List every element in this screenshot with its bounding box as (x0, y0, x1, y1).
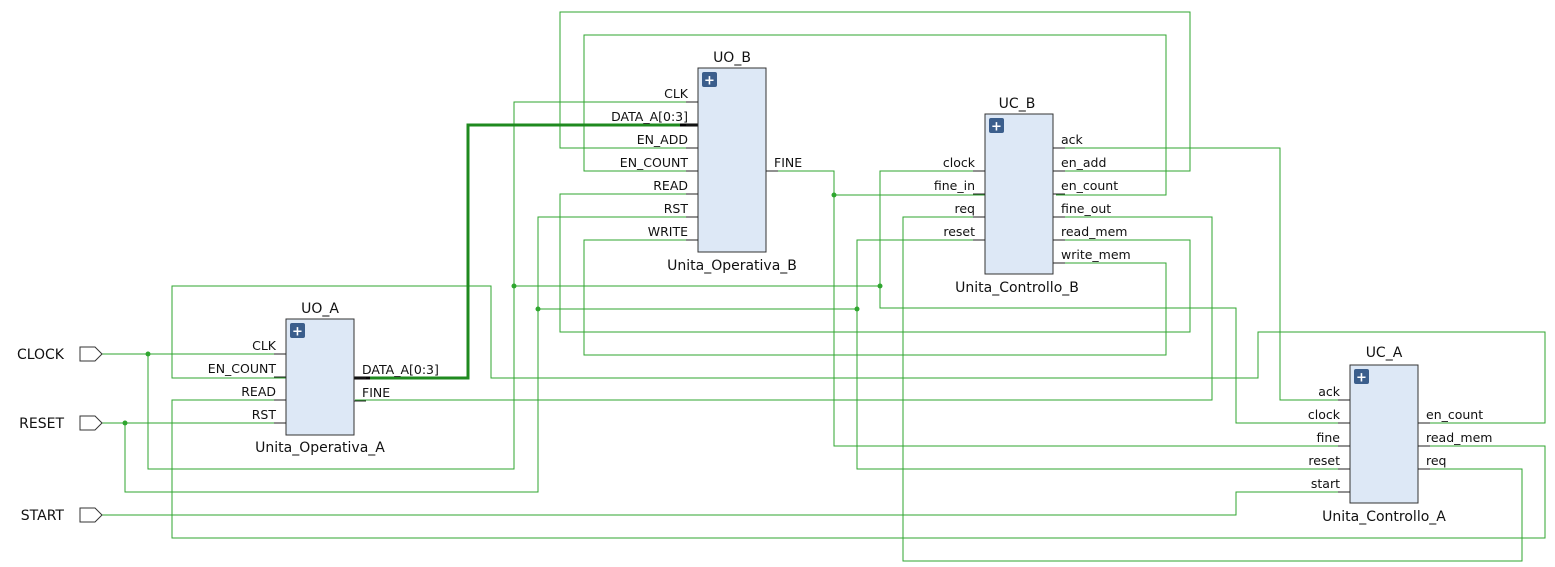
input-pin-label[interactable]: clock (1308, 407, 1341, 422)
junction-dot (535, 306, 541, 312)
wire-clock-uo_b[interactable] (147, 101, 698, 470)
block-title: UO_A (301, 301, 339, 317)
block-subtitle: Unita_Controllo_B (955, 280, 1079, 296)
input-pin-label[interactable]: EN_ADD (637, 132, 688, 147)
wire-clock-uc_b[interactable] (514, 170, 985, 287)
output-pin-label[interactable]: en_add (1061, 155, 1106, 170)
input-pin-label[interactable]: READ (653, 178, 688, 193)
wire-clock-uc_a[interactable] (879, 286, 1350, 424)
input-pin-label[interactable]: fine (1317, 430, 1341, 445)
expand-button[interactable]: + (702, 72, 717, 89)
port-clock[interactable]: CLOCK (17, 346, 103, 363)
expand-button[interactable]: + (290, 323, 305, 340)
block-uc_a[interactable]: UC_A Unita_Controllo_A + ack clock fine rese… (1308, 345, 1493, 525)
wire-en_count-b[interactable] (583, 34, 1167, 196)
junction-dot (511, 283, 517, 289)
plus-icon (989, 118, 1004, 133)
wire-en_count-a[interactable] (171, 285, 1546, 424)
input-pin-label[interactable]: EN_COUNT (208, 361, 277, 376)
output-pin-label[interactable]: write_mem (1061, 247, 1131, 262)
input-pin-label[interactable]: start (1311, 476, 1340, 491)
output-pin-label[interactable]: ack (1061, 132, 1084, 147)
input-pin-label[interactable]: req (955, 201, 976, 216)
input-port-arrow (79, 415, 103, 431)
output-pin-label[interactable]: read_mem (1061, 224, 1127, 239)
block-title: UC_A (1366, 345, 1403, 361)
wire-req[interactable] (902, 216, 1523, 562)
port-start[interactable]: START (21, 507, 103, 524)
block-title: UO_B (713, 50, 751, 66)
block-body[interactable] (984, 113, 1054, 275)
wire-start[interactable] (102, 491, 1350, 516)
output-pin-label[interactable]: fine_out (1061, 201, 1111, 216)
wire-reset-uc_a[interactable] (856, 309, 1350, 470)
port-label: RESET (19, 416, 64, 432)
junction-dot (145, 351, 151, 357)
wire-reset-uo_b[interactable] (124, 216, 698, 493)
port-label: CLOCK (17, 347, 65, 363)
wire-fine-b-branch[interactable] (833, 195, 1350, 447)
expand-button[interactable]: + (1354, 369, 1369, 386)
wire-read_mem-a[interactable] (171, 399, 1546, 539)
input-port-arrow (79, 346, 103, 362)
block-body[interactable] (1349, 364, 1419, 504)
plus-icon-glyph: + (1356, 371, 1367, 386)
input-pin-label[interactable]: RST (252, 407, 277, 422)
port-label: START (21, 508, 65, 524)
port-reset[interactable]: RESET (19, 415, 103, 432)
input-pin-label[interactable]: reset (943, 224, 975, 239)
input-pin-label[interactable]: CLK (252, 338, 277, 353)
block-body[interactable] (697, 67, 767, 253)
input-pin-label[interactable]: RST (664, 201, 689, 216)
input-pin-label[interactable]: WRITE (648, 224, 688, 239)
wire-read_mem-b[interactable] (559, 193, 1191, 333)
output-pin-label[interactable]: FINE (774, 155, 802, 170)
input-pin-label[interactable]: clock (943, 155, 976, 170)
plus-icon (1354, 369, 1369, 384)
plus-icon (702, 72, 717, 87)
block-uo_a[interactable]: UO_A Unita_Operativa_A + CLK EN_COUNT READ R… (208, 301, 439, 456)
junction-dot (831, 192, 837, 198)
junction-dot (122, 420, 128, 426)
wire-fine-b[interactable] (776, 170, 985, 196)
plus-icon-glyph: + (991, 120, 1002, 135)
output-pin-label[interactable]: FINE (362, 385, 390, 400)
plus-icon-glyph: + (292, 325, 303, 340)
plus-icon-glyph: + (704, 74, 715, 89)
block-subtitle: Unita_Controllo_A (1322, 509, 1446, 525)
block-subtitle: Unita_Operativa_B (667, 258, 797, 274)
wire-write_mem[interactable] (583, 239, 1167, 356)
expand-button[interactable]: + (989, 118, 1004, 135)
block-uo_b[interactable]: UO_B Unita_Operativa_B + CLK DATA_A[0:3] EN… (611, 50, 802, 274)
input-pin-label[interactable]: EN_COUNT (620, 155, 689, 170)
wire-fine_out[interactable] (355, 216, 1213, 401)
output-pin-label[interactable]: req (1426, 453, 1447, 468)
output-pin-label[interactable]: en_count (1061, 178, 1118, 193)
wire-en_add[interactable] (559, 11, 1191, 172)
input-pin-label[interactable]: READ (241, 384, 276, 399)
input-pin-label[interactable]: fine_in (934, 178, 975, 193)
input-pin-label[interactable]: ack (1318, 384, 1341, 399)
plus-icon (290, 323, 305, 338)
wire-reset-uc_b[interactable] (538, 239, 985, 310)
wire-ack[interactable] (1056, 147, 1350, 401)
output-pin-label[interactable]: read_mem (1426, 430, 1492, 445)
input-pin-label[interactable]: DATA_A[0:3] (611, 109, 688, 124)
block-title: UC_B (999, 96, 1036, 112)
bus-data_a[interactable] (343, 123, 708, 380)
junction-dot (877, 283, 883, 289)
junction-dot (854, 306, 860, 312)
wires (102, 11, 1546, 562)
input-port-arrow (79, 507, 103, 523)
input-pin-label[interactable]: reset (1308, 453, 1340, 468)
input-pin-label[interactable]: CLK (664, 86, 689, 101)
output-pin-label[interactable]: en_count (1426, 407, 1483, 422)
block-subtitle: Unita_Operativa_A (255, 440, 385, 456)
output-pin-label[interactable]: DATA_A[0:3] (362, 362, 439, 377)
